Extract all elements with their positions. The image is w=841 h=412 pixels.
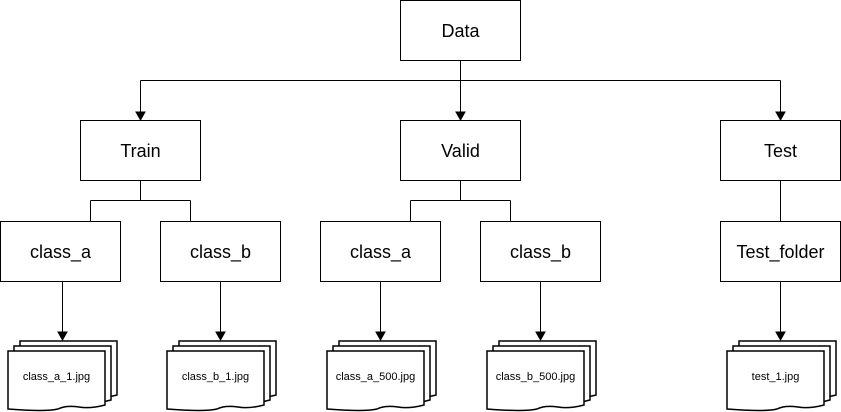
- file-test-label: test_1.jpg: [752, 371, 800, 383]
- node-valid-label: Valid: [441, 141, 480, 161]
- file-stack-front: [7, 350, 106, 412]
- node-data: Data: [400, 0, 521, 61]
- file-stack-front: [726, 350, 825, 412]
- arrow-to-train-class-a-files: [57, 331, 68, 342]
- arrow-to-valid: [455, 111, 466, 122]
- node-test: Test: [720, 120, 841, 181]
- node-valid-class-a-label: class_a: [350, 242, 412, 263]
- node-train-class-b: class_b: [160, 221, 281, 282]
- node-data-label: Data: [441, 21, 480, 41]
- edge-train-classes: [90, 181, 191, 221]
- arrow-to-valid-class-b-files: [535, 331, 546, 342]
- arrow-to-test-files: [775, 331, 786, 342]
- file-stack-front: [326, 350, 425, 412]
- node-test-label: Test: [764, 141, 797, 161]
- arrow-to-train-class-b-files: [215, 331, 226, 342]
- edge-valid-classes: [410, 181, 511, 221]
- file-stack-front: [486, 350, 585, 412]
- file-valid-class-a-label: class_a_500.jpg: [336, 371, 416, 383]
- node-test-folder-label: Test_folder: [736, 242, 824, 263]
- file-stack-front: [166, 350, 265, 412]
- files-valid-class-a: class_a_500.jpg: [326, 340, 437, 412]
- arrow-to-test: [775, 111, 786, 122]
- files-test-folder: test_1.jpg: [726, 340, 837, 412]
- node-valid-class-b: class_b: [480, 221, 601, 282]
- arrow-to-train: [135, 111, 146, 122]
- node-valid-class-b-label: class_b: [510, 242, 571, 263]
- node-train-class-a-label: class_a: [30, 242, 92, 263]
- files-train-class-b: class_b_1.jpg: [166, 340, 277, 412]
- node-valid-class-a: class_a: [320, 221, 441, 282]
- node-train-label: Train: [120, 141, 160, 161]
- node-train: Train: [80, 120, 201, 181]
- files-train-class-a: class_a_1.jpg: [7, 340, 118, 412]
- node-train-class-b-label: class_b: [190, 242, 251, 263]
- arrow-to-valid-class-a-files: [375, 331, 386, 342]
- file-train-class-a-label: class_a_1.jpg: [23, 371, 90, 383]
- file-train-class-b-label: class_b_1.jpg: [182, 371, 249, 383]
- node-test-folder: Test_folder: [720, 221, 841, 282]
- files-valid-class-b: class_b_500.jpg: [486, 340, 597, 412]
- file-valid-class-b-label: class_b_500.jpg: [496, 371, 576, 383]
- node-train-class-a: class_a: [0, 221, 121, 282]
- node-valid: Valid: [400, 120, 521, 181]
- edges: [57, 60, 786, 342]
